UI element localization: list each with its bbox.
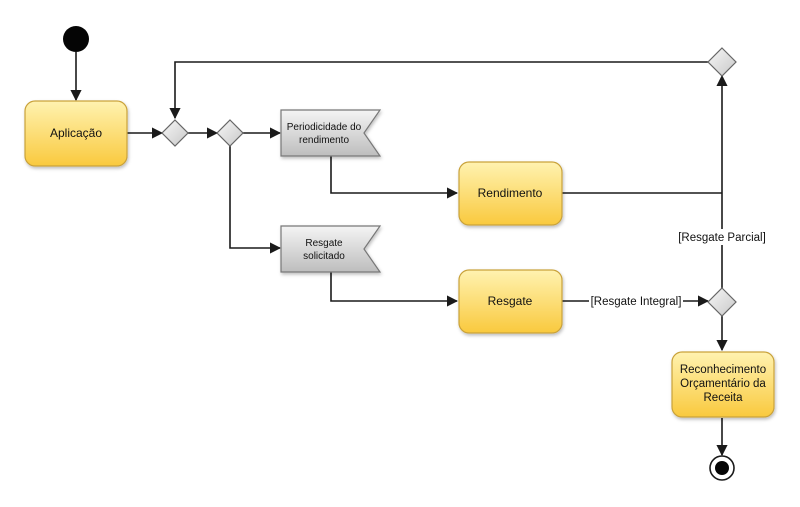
action-resgate [458, 269, 563, 334]
guard-resgate-parcial: [Resgate Parcial] [678, 232, 766, 244]
decision-node-resgate [707, 287, 737, 317]
edge-periodicidade-to-rendimento [330, 156, 459, 199]
action-reconhecimento-label-1: Reconhecimento [680, 364, 766, 376]
event-resgate-solicitado-label-2: solicitado [303, 251, 345, 262]
action-rendimento [458, 161, 563, 226]
merge-node [161, 119, 189, 147]
event-periodicidade-label-1: Periodicidade do [287, 122, 362, 133]
initial-node [63, 26, 89, 52]
event-resgate-solicitado-label-1: Resgate [305, 238, 343, 249]
action-resgate-label: Resgate [488, 294, 533, 308]
action-reconhecimento-label-3: Receita [704, 392, 744, 404]
decision-node-top-right [707, 47, 737, 77]
action-rendimento-label: Rendimento [478, 186, 543, 200]
edge-loop-back [169, 61, 710, 120]
edge-decision-to-resgate-solicitado [229, 146, 282, 254]
decision-node [216, 119, 244, 147]
guard-resgate-integral: [Resgate Integral] [591, 296, 682, 308]
guard-integral-bg [589, 294, 683, 309]
event-periodicidade [280, 109, 382, 157]
edges [70, 52, 728, 457]
guard-parcial-bg [676, 229, 768, 245]
final-node [709, 455, 735, 481]
action-reconhecimento [671, 351, 775, 418]
action-aplicacao-label: Aplicação [50, 126, 102, 140]
action-aplicacao [24, 100, 128, 167]
action-reconhecimento-label-2: Orçamentário da [680, 378, 766, 390]
edge-resgate-solicitado-to-resgate [330, 272, 459, 307]
event-resgate-solicitado [280, 225, 382, 273]
event-periodicidade-label-2: rendimento [299, 135, 349, 146]
